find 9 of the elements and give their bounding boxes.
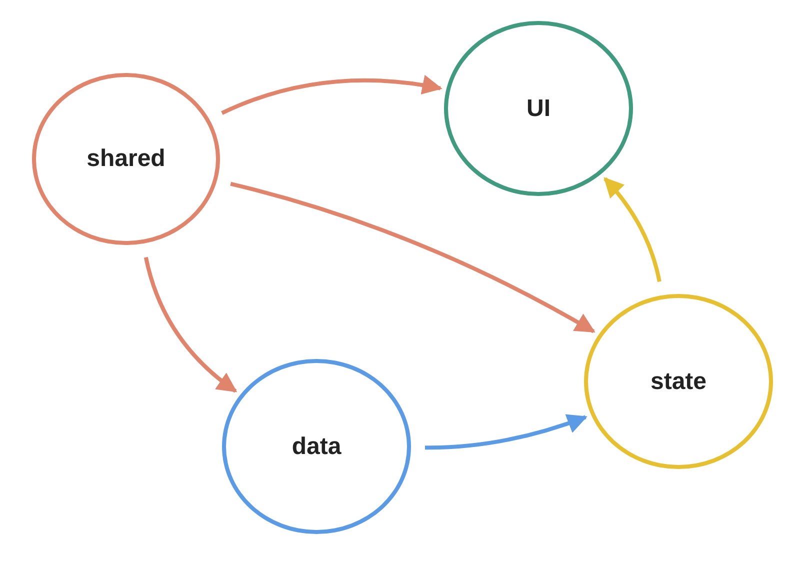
arrow bbox=[230, 182, 596, 334]
node-label: UI bbox=[526, 94, 550, 122]
arrow bbox=[604, 177, 662, 282]
arrow bbox=[424, 414, 588, 450]
node-label: state bbox=[650, 368, 707, 396]
node-label: shared bbox=[86, 145, 166, 173]
arrow bbox=[221, 75, 442, 115]
node-label: data bbox=[292, 432, 342, 460]
arrow bbox=[144, 256, 238, 393]
